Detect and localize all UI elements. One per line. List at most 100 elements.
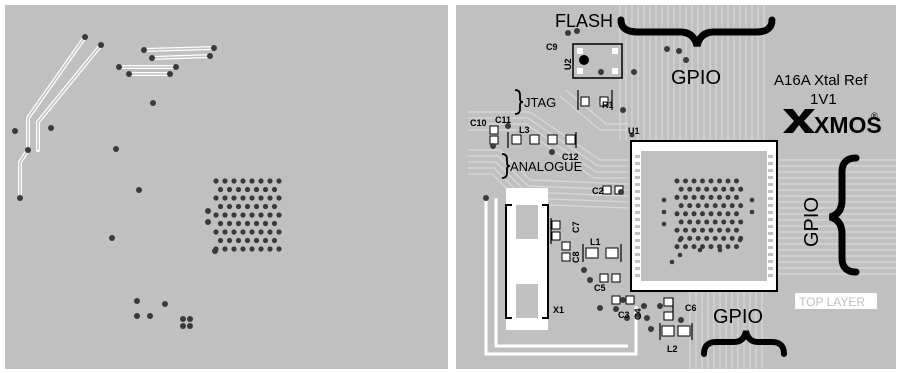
u1-pin [156, 145, 159, 150]
jtag-label: JTAG [524, 95, 556, 110]
via [700, 244, 705, 250]
via [235, 203, 242, 210]
via [725, 211, 731, 217]
u1-pin [176, 282, 180, 287]
via [683, 194, 688, 200]
via [734, 178, 739, 184]
left-layer-panel [5, 5, 448, 369]
via [222, 178, 228, 184]
via [231, 212, 237, 218]
u1-pin [224, 282, 227, 287]
u1-pin [244, 145, 248, 150]
u1-pin [768, 274, 773, 277]
via [729, 219, 735, 225]
designator-l2: L2 [667, 344, 678, 354]
u1-pin [251, 145, 255, 150]
xmos-registered-mark: ® [871, 111, 878, 121]
u1-pin [635, 267, 640, 270]
via [258, 229, 264, 235]
right-panel-vias [483, 28, 689, 332]
via [669, 259, 675, 265]
via [734, 211, 739, 217]
via [267, 229, 273, 235]
via [222, 246, 228, 252]
trace-diagonal-inner-core [37, 44, 102, 150]
silk-outlines [507, 90, 693, 340]
via [267, 195, 273, 201]
via [271, 203, 278, 210]
left-panel-trace-inner [19, 36, 215, 198]
via [217, 237, 224, 244]
via [683, 244, 688, 250]
via [217, 203, 224, 210]
via [695, 186, 701, 192]
via [253, 203, 260, 210]
via [717, 211, 722, 217]
trace-bus-1-core [143, 47, 215, 51]
via [231, 195, 237, 201]
passive-pads [489, 96, 691, 337]
via [661, 221, 667, 227]
u1-pin [768, 211, 773, 214]
designator-u1: U1 [628, 126, 640, 136]
u1-pin [635, 190, 640, 193]
via [687, 186, 693, 192]
via [687, 203, 693, 209]
u1-pin [635, 260, 640, 263]
via [725, 178, 731, 184]
via [704, 219, 710, 225]
u1-pin [196, 145, 200, 150]
u1-pin [768, 253, 773, 256]
via [235, 220, 242, 227]
u1-pin [768, 162, 773, 165]
via [717, 247, 723, 253]
via [226, 237, 233, 244]
via [687, 235, 693, 241]
u1-pin [237, 282, 241, 287]
designator-r1: R1 [602, 100, 614, 110]
designator-c6: C6 [685, 303, 697, 313]
via [244, 220, 251, 227]
u1-pin [264, 282, 268, 287]
u1-pin [264, 145, 268, 150]
designator-c2: C2 [592, 186, 604, 196]
via [231, 178, 237, 184]
u1-pin [635, 211, 640, 214]
via [691, 211, 697, 217]
via [729, 186, 735, 192]
u1-pin [768, 190, 773, 193]
top-layer-tag: TOP LAYER [799, 295, 865, 309]
via [674, 194, 680, 200]
u1-pin [635, 176, 640, 179]
via [674, 244, 680, 250]
u1-pin [210, 145, 214, 150]
u1-pin [251, 282, 255, 287]
u1-pin [169, 282, 173, 287]
via [691, 194, 697, 200]
gpio-right-brace [828, 154, 860, 276]
u1-pin [635, 169, 640, 172]
u1-pin [271, 145, 275, 150]
via [249, 212, 255, 218]
u1-pin [203, 145, 207, 150]
designator-c7: C7 [571, 221, 581, 233]
designator-c4: C4 [633, 308, 643, 320]
via [661, 209, 667, 215]
via [213, 195, 219, 201]
u1-pin-row [156, 145, 773, 287]
via [240, 178, 246, 184]
via [721, 186, 727, 192]
u1-pin [635, 204, 640, 207]
u1-pin [162, 145, 166, 150]
gpio-top-brace [617, 16, 776, 47]
u1-pin [190, 145, 193, 150]
u1-pin [768, 246, 773, 249]
via [712, 219, 718, 225]
via [213, 229, 219, 235]
via [217, 186, 224, 193]
u1-pin [210, 282, 214, 287]
xmos-logo-mark [783, 109, 815, 133]
via [253, 186, 260, 193]
via [674, 211, 680, 217]
